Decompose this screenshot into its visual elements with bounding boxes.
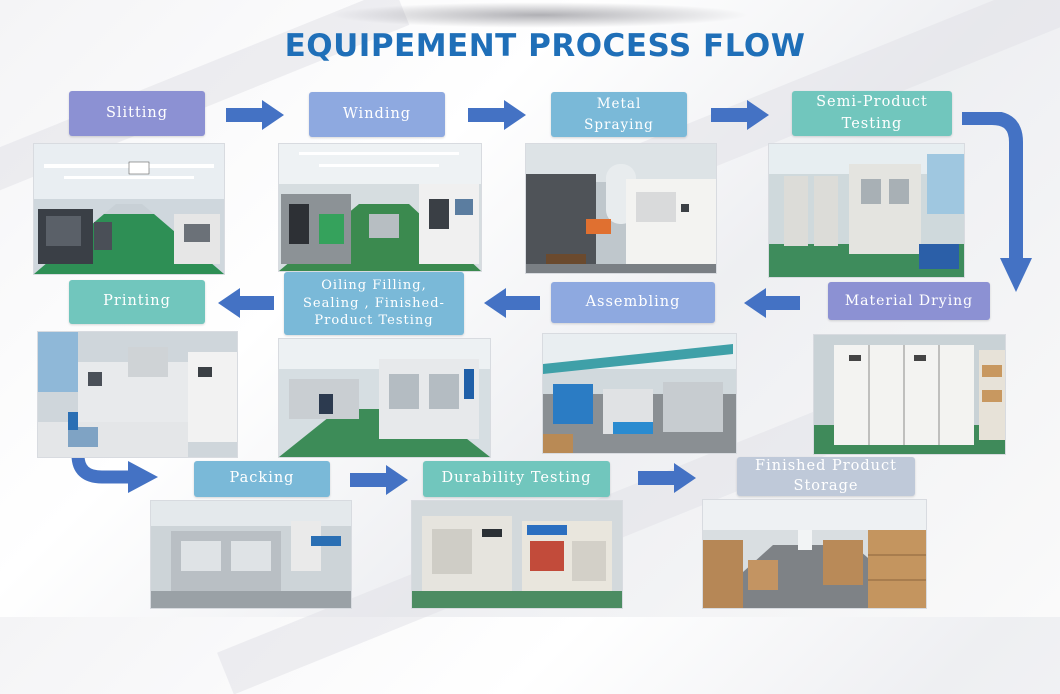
arrow-right-icon — [638, 463, 696, 493]
arrow-left-icon — [218, 288, 274, 318]
material-drying-ovens-photo — [813, 334, 1006, 455]
page-title: EQUIPEMENT PROCESS FLOW — [284, 28, 806, 64]
step-material-drying: Material Drying — [828, 282, 990, 320]
slitting-workshop-photo — [33, 143, 225, 275]
semi-product-testing-photo — [768, 143, 965, 278]
step-label-line: Storage — [793, 477, 859, 494]
step-slitting: Slitting — [69, 91, 205, 136]
step-label-line: Finished Product — [755, 457, 897, 474]
step-label: Slitting — [105, 104, 169, 121]
step-printing: Printing — [69, 280, 205, 324]
step-label-line: Spraying — [584, 116, 654, 133]
step-semi-product-testing: Semi-Product Testing — [792, 91, 952, 136]
arrow-right-icon — [226, 100, 284, 130]
arrow-left-icon — [744, 288, 800, 318]
packing-machine-photo — [150, 500, 352, 609]
winding-workshop-photo — [278, 143, 482, 272]
oiling-filling-line-photo — [278, 338, 491, 458]
printing-line-photo — [37, 331, 238, 458]
arrow-curved-right-icon — [71, 455, 158, 493]
arrow-right-icon — [711, 100, 769, 130]
step-label-line: Semi-Product — [816, 94, 928, 111]
arrow-curved-down-icon — [962, 112, 1032, 292]
arrow-left-icon — [484, 288, 540, 318]
arrow-right-icon — [350, 465, 408, 495]
step-label: Assembling — [585, 293, 681, 310]
step-label: Durability Testing — [441, 470, 592, 487]
step-label: Printing — [103, 293, 171, 310]
step-label-line: Testing — [841, 115, 903, 132]
finished-product-storage-photo — [702, 499, 927, 609]
step-winding: Winding — [309, 92, 445, 137]
step-packing: Packing — [194, 461, 330, 497]
step-label-line: Metal — [596, 96, 642, 113]
step-label-line: Product Testing — [314, 313, 434, 329]
step-label-line: Sealing , Finished- — [303, 295, 445, 311]
metal-spraying-photo — [525, 143, 717, 274]
step-label-line: Oiling Filling, — [321, 278, 427, 294]
arrow-right-icon — [468, 100, 526, 130]
durability-testing-chambers-photo — [411, 500, 623, 609]
step-assembling: Assembling — [551, 282, 715, 323]
step-label: Packing — [229, 470, 295, 487]
step-label: Material Drying — [844, 292, 974, 309]
step-label: Winding — [342, 105, 412, 122]
assembling-line-photo — [542, 333, 737, 454]
step-durability-testing: Durability Testing — [423, 461, 610, 497]
step-metal-spraying: Metal Spraying — [551, 92, 687, 137]
step-finished-product-storage: Finished Product Storage — [737, 457, 915, 496]
step-oiling-filling-sealing-testing: Oiling Filling, Sealing , Finished- Prod… — [284, 272, 464, 335]
